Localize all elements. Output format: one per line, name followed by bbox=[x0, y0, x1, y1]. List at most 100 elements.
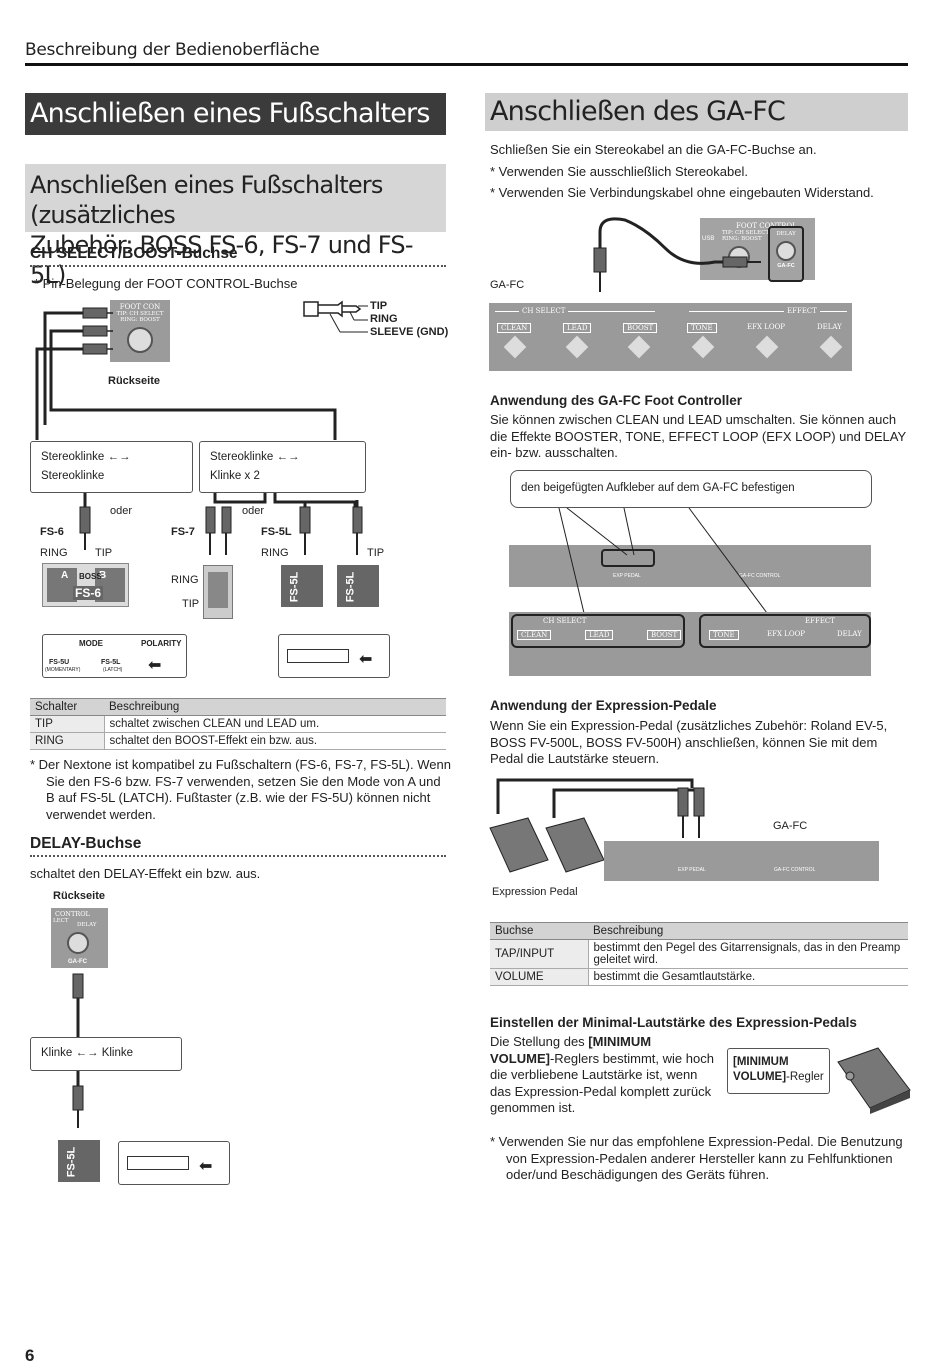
expr-gafc-control-label: GA-FC CONTROL bbox=[774, 867, 816, 873]
sticker-callout: den beigefügten Aufkleber auf dem GA-FC … bbox=[510, 470, 872, 508]
rear-panel-foot-control: FOOT CON TIP: CH SELECT RING: BOOST bbox=[110, 300, 170, 362]
delay-cable-box: Klinke ←→ Klinke bbox=[30, 1037, 182, 1071]
gafc-panel-usb: USB bbox=[702, 236, 715, 242]
front-delay-label: DELAY bbox=[837, 630, 862, 638]
switch-desc: schaltet zwischen CLEAN und LEAD um. bbox=[104, 715, 446, 733]
switch-key: TIP bbox=[30, 715, 105, 733]
expr-exp-pedal-label: EXP PEDAL bbox=[678, 867, 706, 873]
switch-table-col1: Schalter bbox=[30, 698, 104, 716]
expr-pedal-label: Expression Pedal bbox=[492, 886, 578, 898]
panel-line1: TIP: CH SELECT bbox=[116, 311, 164, 317]
footswitch-icon bbox=[755, 335, 779, 359]
tone-button[interactable]: TONE bbox=[687, 323, 717, 333]
subsection-title-line1: Anschließen eines Fußschalters (zusätzli… bbox=[30, 171, 383, 229]
fs5l-switch-callout: ⬅ bbox=[278, 634, 390, 678]
delay-text: schaltet den DELAY-Effekt ein bzw. aus. bbox=[30, 866, 261, 881]
plug-ring-label: RING bbox=[370, 313, 398, 325]
section-title-gafc: Anschließen des GA-FC bbox=[485, 93, 908, 131]
min-callout-rest: -Regler bbox=[786, 1071, 824, 1083]
front-effect-label: EFFECT bbox=[805, 617, 835, 625]
mode-polarity-callout: MODE POLARITY FS-5U (MOMENTARY) FS-5L (L… bbox=[42, 634, 187, 678]
box2-line1: Stereoklinke ←→ bbox=[210, 451, 300, 463]
final-note: * Verwenden Sie nur das empfohlene Expre… bbox=[490, 1134, 903, 1182]
front-lead-label: LEAD bbox=[585, 630, 614, 640]
fs5l-1-model: FS-5L bbox=[288, 571, 301, 603]
expr-gafc-label: GA-FC bbox=[773, 820, 808, 832]
lead-button[interactable]: LEAD bbox=[563, 323, 592, 333]
fs6-boss-logo: BOSS bbox=[79, 572, 102, 581]
front-tone-label: TONE bbox=[709, 630, 739, 640]
jack-table-col2: Beschreibung bbox=[588, 922, 908, 940]
footswitch-icon bbox=[691, 335, 715, 359]
efx-loop-button[interactable]: EFX LOOP bbox=[747, 323, 786, 331]
fs5l-switch-body bbox=[287, 649, 349, 663]
switch-table-col2: Beschreibung bbox=[104, 698, 446, 716]
ch-select-group-line bbox=[495, 311, 655, 312]
oder-label-1: oder bbox=[110, 505, 133, 517]
compatibility-note: * Der Nextone ist kompatibel zu Fußschal… bbox=[30, 757, 451, 822]
footswitch-icon bbox=[819, 335, 843, 359]
delay-fs5l-pedal: FS-5L bbox=[58, 1140, 100, 1182]
min-callout-bold: [MINIMUM VOLUME] bbox=[733, 1056, 789, 1083]
delay-heading: DELAY-Buchse bbox=[30, 835, 142, 852]
fs6-tip: TIP bbox=[95, 547, 113, 559]
jack-key: VOLUME bbox=[490, 968, 589, 986]
mode-label: MODE bbox=[79, 639, 103, 648]
cable-box-stereo-stereo: Stereoklinke ←→ Stereoklinke bbox=[30, 441, 193, 493]
footswitch-plugs bbox=[79, 500, 363, 555]
momentary-label: (MOMENTARY) bbox=[45, 667, 81, 673]
gafc-panel-delay: DELAY bbox=[776, 231, 796, 237]
gafc-panel-line1: TIP: CH SELECT bbox=[722, 230, 770, 236]
rueckseite-label: Rückseite bbox=[108, 375, 160, 387]
ch-select-sticker-highlight: CH SELECT CLEAN LEAD BOOST bbox=[511, 614, 685, 648]
delay-button[interactable]: DELAY bbox=[817, 323, 842, 331]
effect-sticker-highlight: EFFECT TONE EFX LOOP DELAY bbox=[699, 614, 871, 648]
dotted-rule bbox=[30, 855, 446, 857]
polarity-label: POLARITY bbox=[141, 639, 182, 648]
pin-note: * Pin-Belegung der FOOT CONTROL-Buchse bbox=[34, 276, 298, 291]
fs7-switches bbox=[208, 572, 228, 608]
fs5l-small-label: FS-5L bbox=[101, 659, 121, 666]
fs6-pedal: A B BOSS FS-6 bbox=[42, 563, 129, 607]
box2-line2: Klinke x 2 bbox=[210, 470, 260, 482]
front-efx-label: EFX LOOP bbox=[767, 630, 806, 638]
ch-select-group-label: CH SELECT bbox=[519, 307, 569, 315]
stereo-plug-diagram bbox=[303, 300, 368, 333]
delay-rear-panel: CONTROL LECT DELAY GA-FC bbox=[51, 908, 108, 968]
delay-fs5l-model: FS-5L bbox=[65, 1146, 78, 1178]
delay-switch-callout: ⬅ bbox=[118, 1141, 230, 1185]
sticker-leader-lines bbox=[558, 507, 768, 614]
gafc-front-view: CH SELECT CLEAN LEAD BOOST EFFECT TONE E… bbox=[509, 612, 871, 676]
gafc-usage-text: Sie können zwischen CLEAN und LEAD umsch… bbox=[490, 412, 906, 460]
panel-title: FOOT CON bbox=[119, 303, 161, 311]
footswitch-icon bbox=[627, 335, 651, 359]
jack-desc: bestimmt den Pegel des Gitarrensignals, … bbox=[588, 939, 908, 969]
dotted-rule bbox=[30, 265, 446, 267]
box1-line2: Stereoklinke bbox=[41, 470, 105, 482]
subsection-title-boss: Anschließen eines Fußschalters (zusätzli… bbox=[25, 164, 446, 289]
delay-switch-body bbox=[127, 1156, 189, 1170]
switch-desc: schaltet den BOOST-Effekt ein bzw. aus. bbox=[104, 732, 446, 750]
boost-button[interactable]: BOOST bbox=[623, 323, 658, 333]
delay-panel-l1: LECT bbox=[53, 918, 69, 924]
page-header-title: Beschreibung der Bedienoberfläche bbox=[25, 40, 320, 60]
switch-key: RING bbox=[30, 732, 105, 750]
oder-label-2: oder bbox=[242, 505, 265, 517]
expression-pedal-illustration bbox=[837, 1047, 911, 1114]
gafc-controller: CH SELECT EFFECT CLEAN LEAD BOOST TONE E… bbox=[489, 303, 852, 371]
gafc-note2: * Verwenden Sie Verbindungskabel ohne ei… bbox=[490, 185, 874, 200]
fs5l-pedal-1: FS-5L bbox=[281, 565, 323, 607]
fs6-label: FS-6 bbox=[40, 526, 64, 538]
gafc-note1: * Verwenden Sie ausschließlich Stereokab… bbox=[490, 164, 748, 179]
gafc-intro: Schließen Sie ein Stereokabel an die GA-… bbox=[490, 142, 817, 157]
clean-button[interactable]: CLEAN bbox=[497, 323, 532, 333]
gafc-delay-jack bbox=[776, 241, 796, 261]
min-text-post: -Reglers bestimmt, wie hoch die verblieb… bbox=[490, 1050, 714, 1116]
min-text-pre: Die Stellung des bbox=[490, 1034, 589, 1049]
exp-pedal-sticker-label: EXP PEDAL bbox=[613, 573, 641, 579]
fs7-label: FS-7 bbox=[171, 526, 195, 538]
fs5l-tip: TIP bbox=[367, 547, 385, 559]
box1-line1: Stereoklinke ←→ bbox=[41, 451, 131, 463]
footswitch-icon bbox=[565, 335, 589, 359]
effect-group-label: EFFECT bbox=[784, 307, 820, 315]
